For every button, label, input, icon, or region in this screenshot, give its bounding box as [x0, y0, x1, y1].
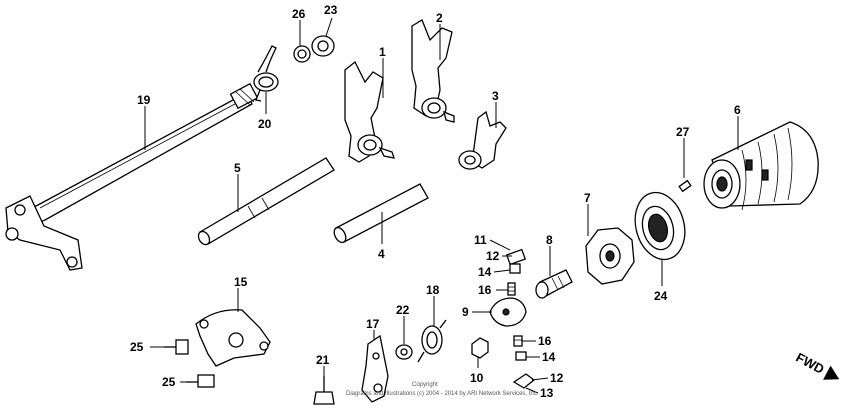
part-16-spring-upper — [507, 282, 516, 296]
callout-27: 27 — [676, 125, 690, 139]
part-23-washer — [311, 35, 335, 57]
callout-16-lower: 16 — [538, 334, 552, 348]
part-22-washer — [395, 344, 413, 360]
callout-labels: 1 2 3 4 5 6 7 8 9 10 11 12 12 13 14 14 1… — [130, 3, 741, 400]
callout-15: 15 — [234, 275, 248, 289]
part-26-washer — [293, 45, 311, 63]
part-1-shift-fork — [344, 60, 395, 163]
callout-5: 5 — [234, 161, 241, 175]
part-6-shift-drum — [703, 121, 819, 211]
part-3-shift-fork — [458, 110, 507, 170]
part-27-dowel-pin — [678, 179, 692, 193]
part-2-shift-fork — [411, 19, 455, 123]
callout-25-lower: 25 — [162, 375, 176, 389]
callout-2: 2 — [436, 11, 443, 25]
part-24-bearing — [634, 191, 686, 261]
part-9-stopper-plate — [489, 297, 527, 327]
callout-8: 8 — [546, 233, 553, 247]
callout-26: 26 — [292, 7, 306, 21]
part-21-bolt — [313, 376, 335, 405]
callout-6: 6 — [734, 103, 741, 117]
part-25-bolt-upper — [164, 339, 189, 355]
callout-23: 23 — [324, 3, 338, 17]
callout-12-lower: 12 — [550, 371, 564, 385]
callout-13: 13 — [540, 386, 554, 400]
part-16-spring-lower — [513, 335, 523, 347]
copyright-notice: Copyright Diagrams and Illustrations (c)… — [346, 382, 539, 397]
part-7-drum-center — [585, 227, 635, 285]
fwd-label: FWD — [794, 350, 827, 377]
part-8-bolt — [535, 269, 573, 299]
copyright-line-2: Diagrams and Illustrations (c) 2004 - 20… — [346, 391, 539, 397]
callout-21: 21 — [316, 353, 330, 367]
leader-lines — [144, 17, 739, 394]
part-4-fork-shaft — [333, 183, 429, 244]
fwd-arrow-icon — [823, 365, 840, 380]
callout-16-upper: 16 — [478, 283, 492, 297]
part-5-fork-shaft — [197, 157, 335, 246]
callout-17: 17 — [366, 317, 380, 331]
callout-22: 22 — [396, 303, 410, 317]
part-12-holder-lower — [512, 373, 536, 389]
part-17-arm — [361, 334, 389, 403]
callout-11: 11 — [474, 233, 487, 247]
callout-4: 4 — [378, 247, 385, 261]
callout-25-upper: 25 — [130, 340, 144, 354]
callout-18: 18 — [426, 283, 440, 297]
part-20-return-spring — [253, 45, 279, 102]
part-14-pin-lower — [515, 351, 527, 361]
part-25-bolt-lower — [186, 374, 215, 388]
part-15-stopper-plate — [195, 309, 271, 367]
callout-14-lower: 14 — [542, 350, 556, 364]
part-10-collar — [471, 337, 489, 359]
callout-9: 9 — [462, 305, 469, 319]
callout-12-upper: 12 — [486, 249, 500, 263]
callout-1: 1 — [379, 45, 386, 59]
callout-7: 7 — [584, 191, 591, 205]
forward-direction-indicator: FWD — [794, 350, 840, 380]
callout-10: 10 — [470, 371, 484, 385]
callout-20: 20 — [258, 117, 272, 131]
part-19-gearshift-spindle — [5, 82, 259, 271]
part-18-spring — [417, 319, 447, 363]
callout-19: 19 — [137, 93, 151, 107]
copyright-line-1: Copyright — [412, 382, 438, 388]
part-11-12-14-pin-assembly — [505, 248, 527, 274]
callout-24: 24 — [654, 289, 668, 303]
callout-3: 3 — [492, 89, 499, 103]
callout-14-upper: 14 — [478, 265, 492, 279]
